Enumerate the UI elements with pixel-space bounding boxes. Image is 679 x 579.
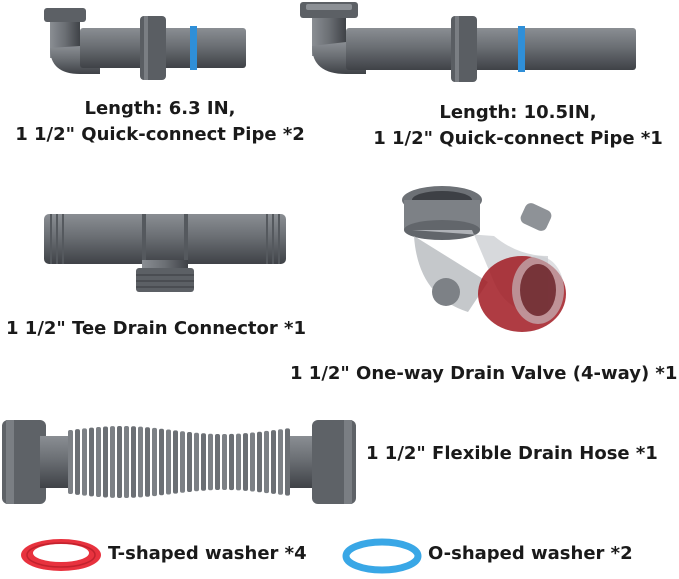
o-shaped-washer-image — [342, 538, 422, 574]
one-way-drain-valve-image — [402, 186, 566, 332]
tee-drain-connector-image — [44, 214, 286, 292]
short-pipe-length: Length: 6.3 IN, — [84, 98, 236, 119]
o-washer-label: O-shaped washer *2 — [428, 543, 633, 564]
tee-label: 1 1/2" Tee Drain Connector *1 — [6, 318, 306, 339]
hose-label: 1 1/2" Flexible Drain Hose *1 — [366, 443, 658, 464]
flexible-drain-hose-image — [2, 420, 356, 504]
short-pipe-label: Length: 6.3 IN, 1 1/2" Quick-connect Pip… — [10, 96, 310, 148]
long-pipe-length: Length: 10.5IN, — [439, 102, 597, 123]
long-pipe-name: 1 1/2" Quick-connect Pipe *1 — [373, 128, 663, 149]
t-shaped-washer-image — [21, 539, 101, 571]
t-washer-label: T-shaped washer *4 — [108, 543, 307, 564]
long-quick-connect-pipe-image — [300, 2, 636, 82]
short-quick-connect-pipe-image — [44, 8, 246, 80]
long-pipe-label: Length: 10.5IN, 1 1/2" Quick-connect Pip… — [358, 100, 678, 152]
short-pipe-name: 1 1/2" Quick-connect Pipe *2 — [15, 124, 305, 145]
valve-label: 1 1/2" One-way Drain Valve (4-way) *1 — [290, 363, 678, 384]
